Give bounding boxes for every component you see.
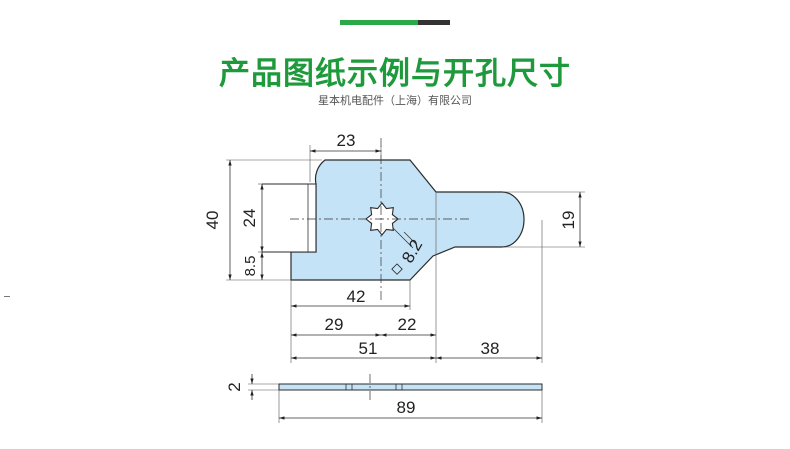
dim-label-51: 51 <box>359 339 378 358</box>
dim-label-89: 89 <box>397 398 416 417</box>
dimension-89: 89 <box>278 390 543 423</box>
dimension-19: 19 <box>502 191 585 248</box>
side-tick-mark <box>4 296 10 297</box>
dimension-29-22: 29 22 <box>291 192 437 363</box>
dim-label-19: 19 <box>559 211 578 230</box>
square-symbol: ◇ <box>391 260 403 277</box>
dimension-51-38: 51 38 <box>291 220 543 363</box>
dimension-42: 42 <box>290 280 411 363</box>
dimension-40: 40 <box>203 159 322 281</box>
part-top-view <box>262 159 525 281</box>
dimension-23: 23 <box>309 131 382 182</box>
part-outline <box>290 159 525 281</box>
dim-label-40: 40 <box>203 211 222 230</box>
company-name: 星本机电配件（上海）有限公司 <box>318 94 472 107</box>
accent-bar-green <box>340 20 418 25</box>
dim-label-24: 24 <box>240 209 259 228</box>
dim-label-42: 42 <box>347 287 366 306</box>
header-accent-bar <box>340 20 450 25</box>
dim-label-22: 22 <box>398 315 417 334</box>
dimension-8-5: 8.5 <box>242 252 264 280</box>
page-title: 产品图纸示例与开孔尺寸 <box>219 56 571 92</box>
side-plate <box>278 383 543 391</box>
dimension-24: 24 <box>240 183 264 253</box>
dim-label-38: 38 <box>481 339 500 358</box>
dim-label-29: 29 <box>325 315 344 334</box>
dim-label-23: 23 <box>337 131 356 150</box>
dim-label-8-5: 8.5 <box>242 256 259 277</box>
part-side-view <box>278 374 543 402</box>
accent-bar-dark <box>418 20 450 25</box>
slot-insert <box>262 183 317 253</box>
dimension-2: 2 <box>225 374 279 400</box>
dim-label-2: 2 <box>225 382 244 391</box>
